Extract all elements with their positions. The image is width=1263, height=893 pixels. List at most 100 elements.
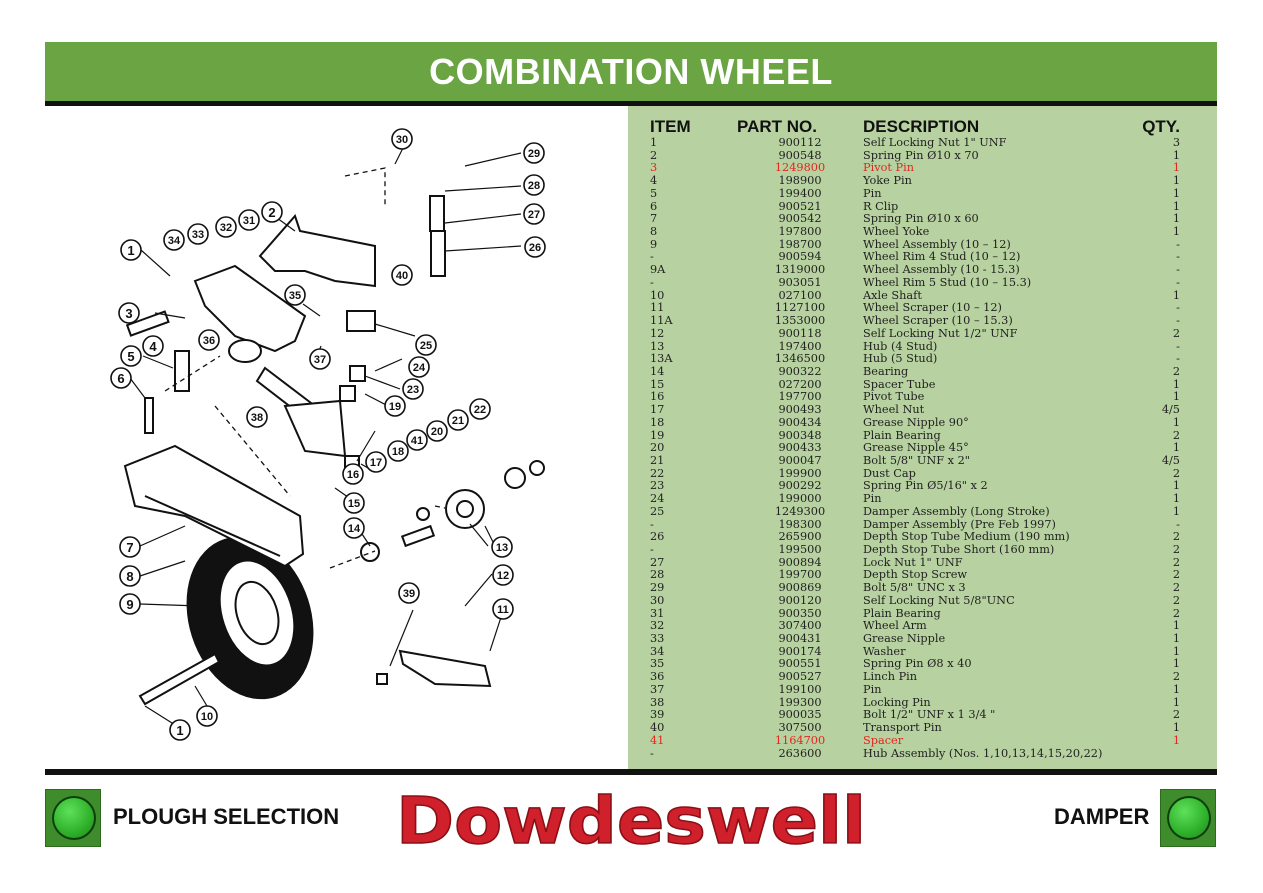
cell-part-no: 199400 [778,186,822,200]
cell-description: Plain Bearing [863,606,941,620]
cell-description: Self Locking Nut 1/2" UNF [863,326,1018,340]
cell-item: 22 [650,466,665,480]
cell-qty: - [1176,250,1180,264]
cell-item: 20 [650,441,665,455]
cell-part-no: 197400 [778,339,822,353]
cell-item: - [650,250,654,264]
previous-page-label[interactable]: PLOUGH SELECTION [113,804,340,829]
cell-description: Pin [863,186,882,200]
cell-description: Linch Pin [863,670,918,684]
cell-description: Wheel Assembly (10 – 12) [863,237,1011,251]
cell-item: 13A [650,352,673,366]
column-header-item: ITEM [650,117,691,136]
cell-description: Wheel Arm [863,619,927,633]
cell-item: 10 [650,288,665,302]
cell-description: Depth Stop Tube Medium (190 mm) [863,530,1070,544]
cell-qty: 1 [1172,733,1180,747]
cell-part-no: 900433 [778,441,822,455]
cell-part-no: 900348 [778,428,822,442]
cell-description: Transport Pin [863,721,942,735]
cell-part-no: 900594 [778,250,822,264]
cell-qty: 2 [1172,606,1180,620]
cell-qty: 4/5 [1161,403,1180,417]
next-page-label[interactable]: DAMPER [1054,804,1150,829]
svg-text:40: 40 [396,270,408,282]
cell-item: 18 [650,415,665,429]
callout-18: 18 [387,440,409,462]
cell-description: Pivot Pin [863,161,915,175]
cell-item: - [650,275,654,289]
svg-text:34: 34 [168,235,181,247]
cell-description: Depth Stop Tube Short (160 mm) [863,543,1055,556]
svg-text:22: 22 [474,404,486,416]
cell-part-no: 307500 [778,721,822,735]
cell-item: 38 [650,695,665,709]
cell-item: 31 [650,606,665,620]
svg-text:26: 26 [529,242,541,254]
cell-description: Dust Cap [863,466,916,480]
cell-part-no: 903051 [778,275,822,289]
cell-description: Wheel Nut [863,403,925,417]
cell-item: 9A [650,263,666,277]
cell-part-no: 900118 [778,326,822,340]
svg-text:9: 9 [126,597,133,612]
svg-text:31: 31 [243,215,255,227]
cell-part-no: 1127100 [774,301,826,315]
cell-description: Spring Pin Ø8 x 40 [863,657,972,671]
callout-6: 6 [110,367,132,389]
cell-item: 13 [650,339,665,353]
svg-text:25: 25 [420,340,432,352]
svg-text:27: 27 [528,209,540,221]
cell-qty: 1 [1172,148,1180,162]
cell-qty: 1 [1172,479,1180,493]
svg-text:18: 18 [392,446,404,458]
callout-36: 36 [198,329,220,351]
cell-description: Yoke Pin [863,174,912,188]
svg-text:8: 8 [126,569,133,584]
cell-qty: 2 [1172,568,1180,582]
cell-item: 1 [650,136,658,149]
cell-item: 16 [650,390,665,404]
svg-text:11: 11 [497,604,509,616]
callout-37: 37 [309,348,331,370]
cell-description: Wheel Rim 5 Stud (10 – 15.3) [863,275,1032,289]
footer-divider [45,769,1217,775]
wheel-arm-outline [193,264,307,353]
callout-24: 24 [408,356,430,378]
cell-qty: 1 [1172,390,1180,404]
svg-text:20: 20 [431,426,443,438]
svg-text:13: 13 [496,542,508,554]
callout-30: 30 [391,128,413,150]
cell-part-no: 1319000 [774,263,826,277]
diagram-drawing: 1 2 3 4 5 6 7 8 9 10 11 12 13 14 15 16 1… [110,128,546,741]
callout-8: 8 [119,565,141,587]
cell-part-no: 307400 [778,619,822,633]
cell-description: R Clip [863,199,899,213]
cell-item: 35 [650,657,665,671]
cell-part-no: 900493 [778,403,822,417]
cell-part-no: 199100 [778,682,822,696]
cell-qty: 1 [1172,212,1180,226]
cell-qty: 2 [1172,466,1180,480]
cell-item: 36 [650,670,665,684]
cell-qty [1120,748,1190,761]
cell-description: Spring Pin Ø10 x 60 [863,212,979,226]
green-circle-icon [52,796,96,840]
previous-page-button[interactable] [45,789,101,847]
cell-qty: 1 [1172,695,1180,709]
svg-text:39: 39 [403,588,415,600]
svg-text:21: 21 [452,415,464,427]
cell-item: 25 [650,504,665,518]
svg-text:30: 30 [396,134,408,146]
next-page-button[interactable] [1160,789,1216,847]
cell-description: Spacer Tube [863,377,936,391]
cell-item: 15 [650,377,665,391]
